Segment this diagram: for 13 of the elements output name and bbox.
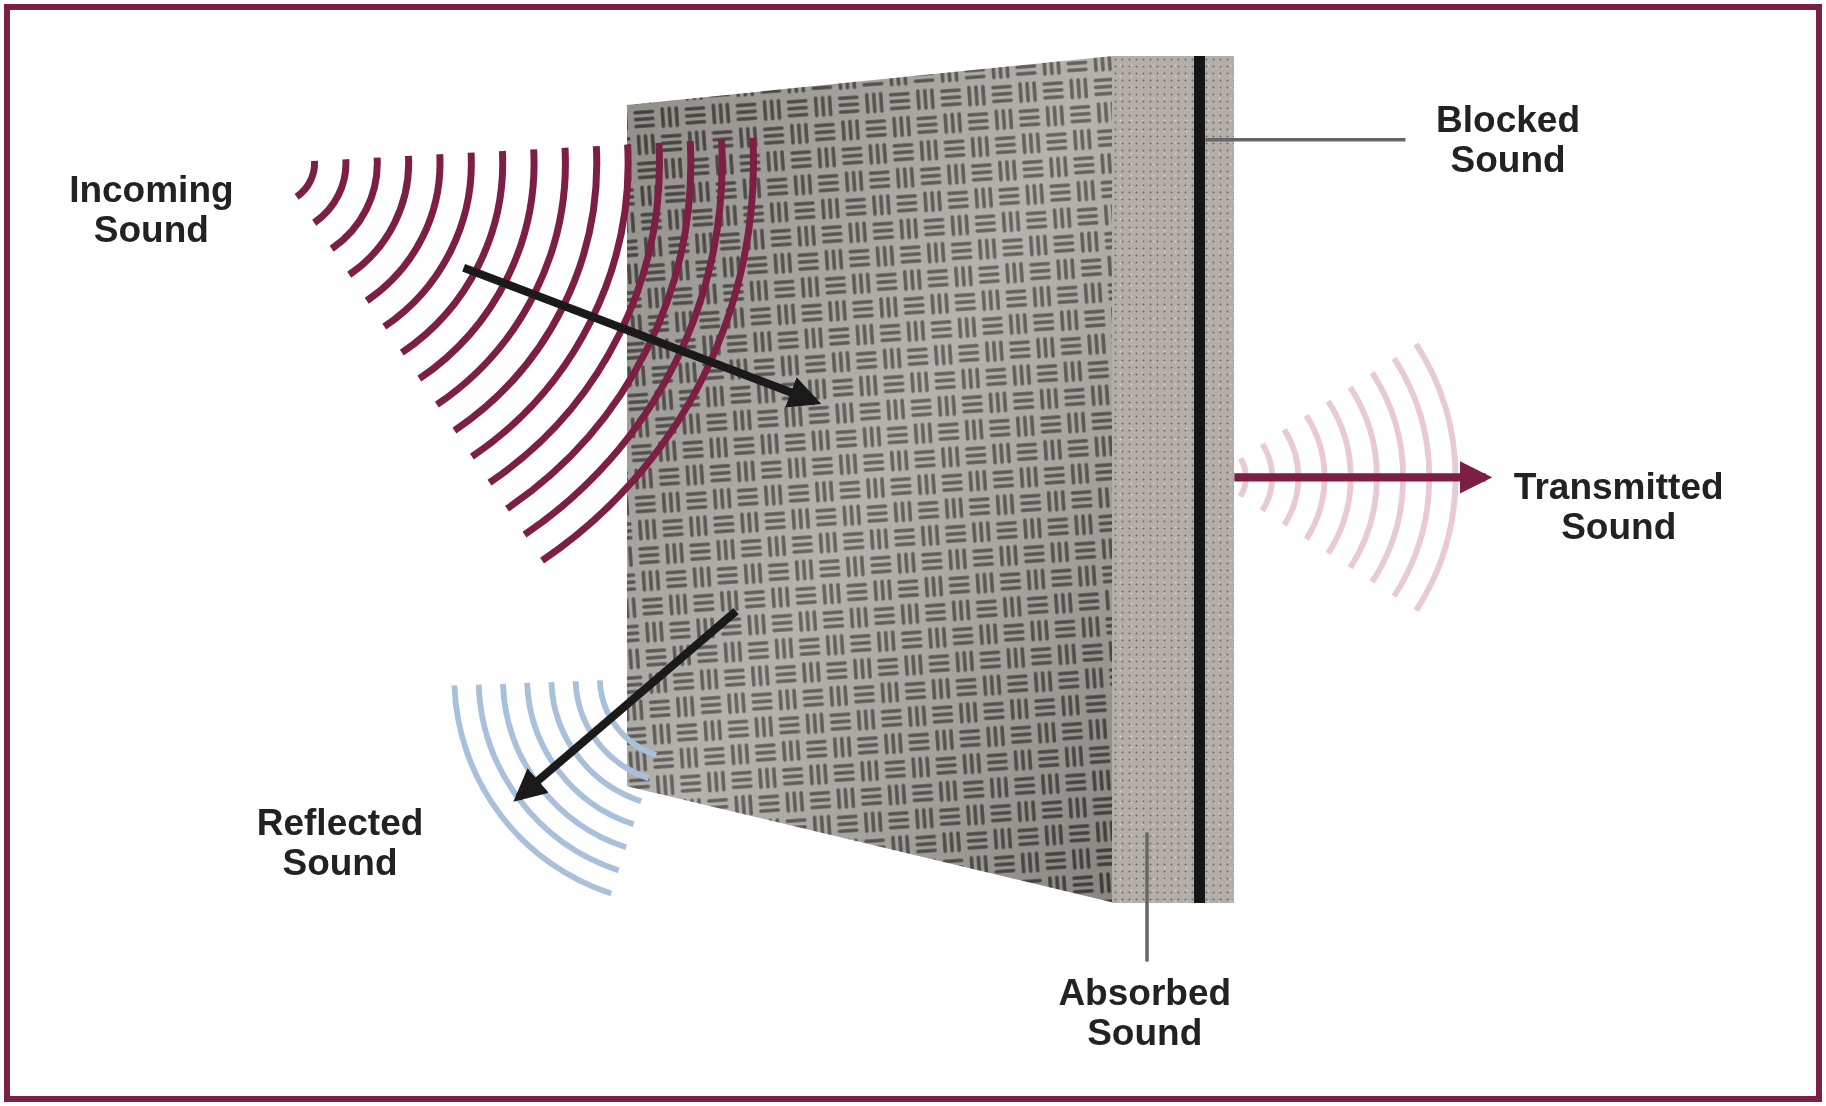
sound-label: Transmitted Sound <box>1484 466 1753 547</box>
arrow <box>462 263 822 408</box>
sound-label: Absorbed Sound <box>1016 973 1273 1054</box>
sound-label: Incoming Sound <box>11 169 292 250</box>
panel-edge <box>1112 55 1235 903</box>
sound-label: Blocked Sound <box>1391 99 1625 180</box>
foam-panel <box>626 55 1114 903</box>
barrier-layer <box>1193 55 1206 903</box>
leader-line <box>1205 137 1406 142</box>
leader-line <box>1145 832 1149 962</box>
arrow <box>513 608 739 802</box>
arrow <box>1234 461 1493 494</box>
sound-label: Reflected Sound <box>211 803 469 884</box>
